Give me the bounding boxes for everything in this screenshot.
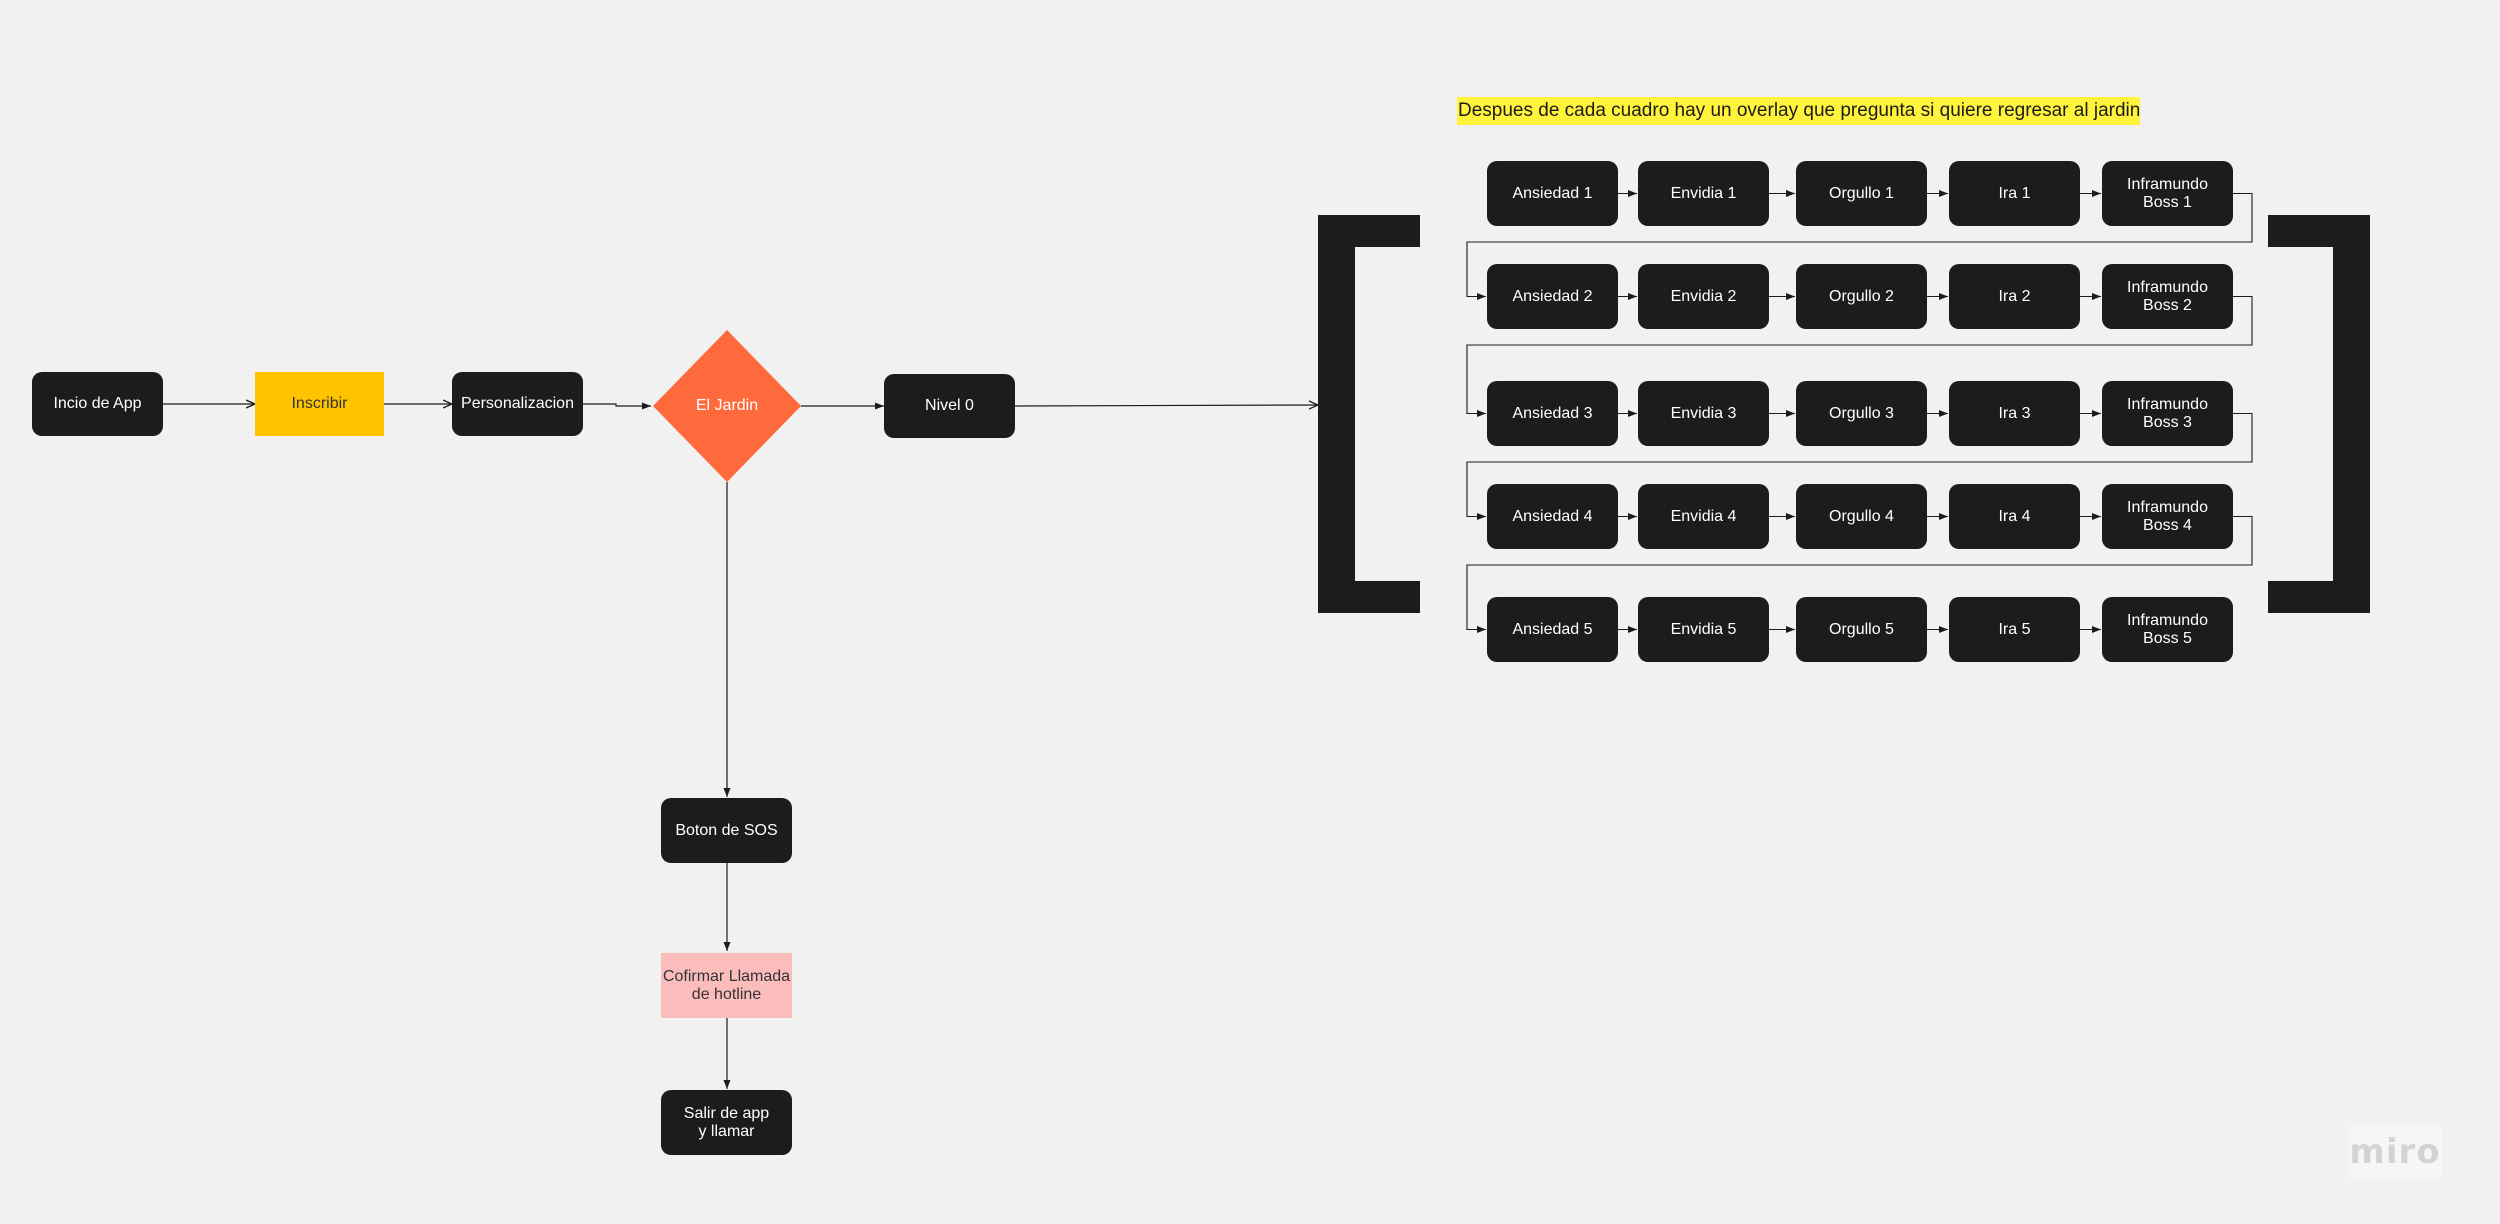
node-orgullo-3[interactable]: Orgullo 3 <box>1796 381 1927 446</box>
node-el-jardin-label: El Jardin <box>695 397 759 414</box>
connector-nivel0-levels <box>1013 405 1318 406</box>
connector-personalizacion-jardin <box>583 402 651 410</box>
node-ansiedad-2[interactable]: Ansiedad 2 <box>1487 264 1618 329</box>
node-envidia-3[interactable]: Envidia 3 <box>1638 381 1769 446</box>
node-inframundo-boss-5[interactable]: Inframundo Boss 5 <box>2102 597 2233 662</box>
node-envidia-1[interactable]: Envidia 1 <box>1638 161 1769 226</box>
diamond-shape <box>653 330 801 482</box>
node-ira-5[interactable]: Ira 5 <box>1949 597 2080 662</box>
connector-row-wrap-4 <box>1466 515 2253 633</box>
node-orgullo-2[interactable]: Orgullo 2 <box>1796 264 1927 329</box>
node-orgullo-1[interactable]: Orgullo 1 <box>1796 161 1927 226</box>
node-ira-4[interactable]: Ira 4 <box>1949 484 2080 549</box>
node-inframundo-boss-3[interactable]: Inframundo Boss 3 <box>2102 381 2233 446</box>
node-inframundo-boss-4[interactable]: Inframundo Boss 4 <box>2102 484 2233 549</box>
node-orgullo-4[interactable]: Orgullo 4 <box>1796 484 1927 549</box>
node-personalizacion[interactable]: Personalizacion <box>452 372 583 436</box>
node-nivel-0[interactable]: Nivel 0 <box>884 374 1015 438</box>
node-salir-de-app[interactable]: Salir de app y llamar <box>661 1090 792 1155</box>
node-ira-1[interactable]: Ira 1 <box>1949 161 2080 226</box>
node-ansiedad-4[interactable]: Ansiedad 4 <box>1487 484 1618 549</box>
node-orgullo-5[interactable]: Orgullo 5 <box>1796 597 1927 662</box>
node-inframundo-boss-2[interactable]: Inframundo Boss 2 <box>2102 264 2233 329</box>
node-ansiedad-3[interactable]: Ansiedad 3 <box>1487 381 1618 446</box>
overlay-note[interactable]: Despues de cada cuadro hay un overlay qu… <box>1457 97 2141 125</box>
node-ira-2[interactable]: Ira 2 <box>1949 264 2080 329</box>
miro-logo: miro <box>2348 1124 2442 1180</box>
node-el-jardin[interactable]: El Jardin <box>653 330 801 482</box>
connector-row-wrap-3 <box>1466 412 2253 520</box>
node-ansiedad-1[interactable]: Ansiedad 1 <box>1487 161 1618 226</box>
connector-row-wrap-2 <box>1466 295 2253 417</box>
node-inscribir[interactable]: Inscribir <box>255 372 384 436</box>
node-envidia-4[interactable]: Envidia 4 <box>1638 484 1769 549</box>
node-confirmar-llamada[interactable]: Cofirmar Llamada de hotline <box>661 953 792 1018</box>
connector-row-wrap-1 <box>1466 192 2253 300</box>
node-envidia-2[interactable]: Envidia 2 <box>1638 264 1769 329</box>
node-inframundo-boss-1[interactable]: Inframundo Boss 1 <box>2102 161 2233 226</box>
node-ira-3[interactable]: Ira 3 <box>1949 381 2080 446</box>
node-boton-de-sos[interactable]: Boton de SOS <box>661 798 792 863</box>
node-inicio-de-app[interactable]: Incio de App <box>32 372 163 436</box>
node-ansiedad-5[interactable]: Ansiedad 5 <box>1487 597 1618 662</box>
node-envidia-5[interactable]: Envidia 5 <box>1638 597 1769 662</box>
